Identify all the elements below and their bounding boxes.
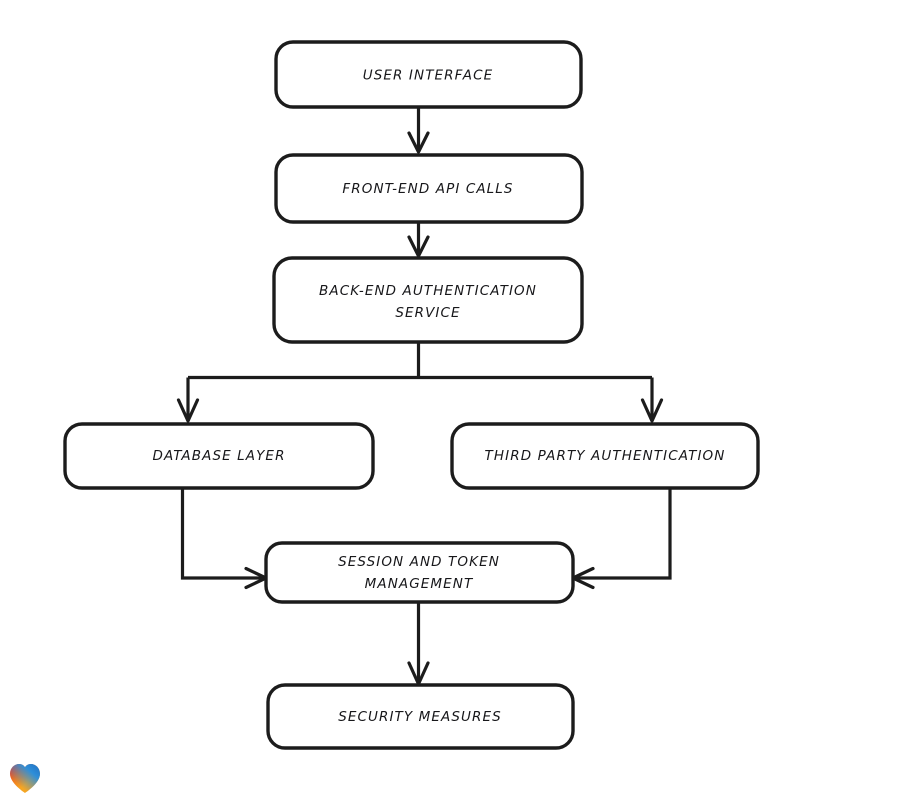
edge-front-end-api-calls-to-back-end-authentication-service	[407, 222, 430, 258]
edge-back-end-authentication-service-to-database-layer	[176, 377, 200, 423]
node-third-party-authentication-label: THIRD PARTY AUTHENTICATION	[485, 448, 726, 464]
node-third-party-authentication-shape[interactable]	[450, 422, 760, 490]
node-session-and-token-management-shape[interactable]	[264, 541, 575, 604]
edge-user-interface-to-front-end-api-calls	[407, 107, 430, 154]
node-back-end-authentication-service-label-line-1: BACK-END AUTHENTICATION	[319, 283, 537, 299]
node-session-and-token-management-label-line-2: MANAGEMENT	[365, 576, 474, 592]
node-security-measures[interactable]: SECURITY MEASURES	[266, 683, 575, 750]
node-user-interface-label: USER INTERFACE	[363, 68, 493, 84]
edge-back-end-authentication-service-to-third-party-authentication	[640, 377, 664, 423]
edge-database-layer-to-session-and-token-management	[180, 488, 268, 590]
node-user-interface[interactable]: USER INTERFACE	[274, 40, 583, 109]
node-user-interface-shape[interactable]	[274, 40, 583, 109]
edge-back-end-authentication-service-to-branch	[188, 342, 652, 380]
heart-icon	[10, 764, 40, 793]
node-third-party-authentication[interactable]: THIRD PARTY AUTHENTICATION	[450, 422, 760, 490]
node-back-end-authentication-service-shape[interactable]	[272, 256, 584, 344]
node-database-layer[interactable]: DATABASE LAYER	[63, 422, 375, 490]
node-session-and-token-management[interactable]: SESSION AND TOKEN MANAGEMENT	[264, 541, 575, 604]
node-back-end-authentication-service[interactable]: BACK-END AUTHENTICATION SERVICE	[272, 256, 584, 344]
edge-session-and-token-management-to-security-measures	[407, 602, 430, 686]
node-database-layer-shape[interactable]	[63, 422, 375, 490]
node-front-end-api-calls-shape[interactable]	[274, 153, 584, 224]
node-security-measures-label: SECURITY MEASURES	[338, 709, 502, 725]
node-front-end-api-calls-label: FRONT-END API CALLS	[342, 181, 513, 197]
node-database-layer-label: DATABASE LAYER	[152, 448, 285, 464]
node-front-end-api-calls[interactable]: FRONT-END API CALLS	[274, 153, 584, 224]
node-session-and-token-management-label-line-1: SESSION AND TOKEN	[338, 554, 500, 570]
node-security-measures-shape[interactable]	[266, 683, 575, 750]
node-back-end-authentication-service-label-line-2: SERVICE	[395, 305, 460, 321]
edge-third-party-authentication-to-session-and-token-management	[571, 488, 672, 590]
